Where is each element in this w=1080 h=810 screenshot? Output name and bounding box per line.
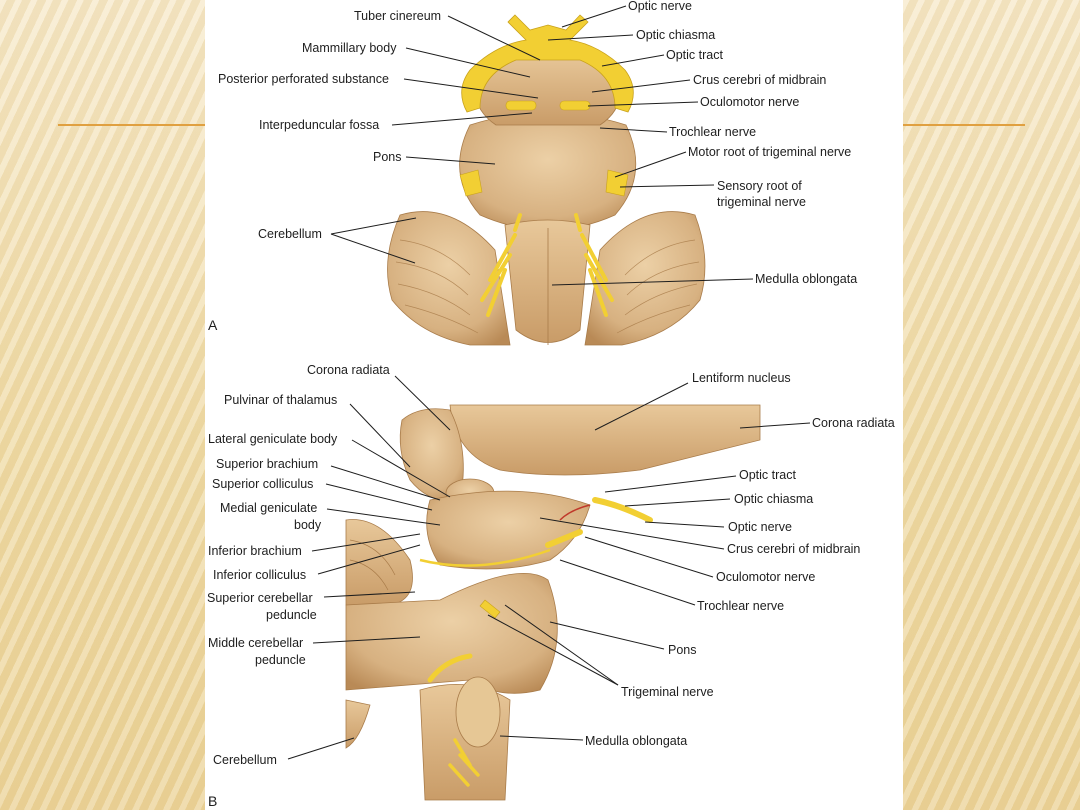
a-label-interpeduncular: Interpeduncular fossa [259, 118, 379, 132]
b-label-superior-brachium: Superior brachium [216, 457, 318, 471]
cerebellum-shape-right [584, 211, 706, 346]
b-label-middle-cerebellar-1: Middle cerebellar [208, 636, 303, 650]
panel-a-annotations: Optic nerve Tuber cinereum Optic chiasma… [208, 0, 857, 333]
a-label-mammillary-body: Mammillary body [302, 41, 397, 55]
b-label-cerebellum: Cerebellum [213, 753, 277, 767]
brainstem-illustration: Optic nerve Tuber cinereum Optic chiasma… [207, 0, 895, 809]
b-label-superior-cerebellar-1: Superior cerebellar [207, 591, 313, 605]
a-label-trochlear: Trochlear nerve [669, 125, 756, 139]
a-label-optic-chiasma: Optic chiasma [636, 28, 715, 42]
a-label-tuber-cinereum: Tuber cinereum [354, 9, 441, 23]
a-label-medulla: Medulla oblongata [755, 272, 857, 286]
panel-b-artwork [345, 404, 761, 801]
accent-line-left [58, 124, 205, 126]
b-label-corona-radiata-right: Corona radiata [812, 416, 895, 430]
b-label-lentiform: Lentiform nucleus [692, 371, 791, 385]
b-label-superior-colliculus: Superior colliculus [212, 477, 313, 491]
b-label-trigeminal: Trigeminal nerve [621, 685, 714, 699]
a-label-pons: Pons [373, 150, 402, 164]
b-label-superior-cerebellar-2: peduncle [266, 608, 317, 622]
b-label-crus-cerebri: Crus cerebri of midbrain [727, 542, 860, 556]
b-label-optic-tract: Optic tract [739, 468, 796, 482]
b-label-medial-geniculate-1: Medial geniculate [220, 501, 317, 515]
cerebellum-shape-left [387, 211, 511, 346]
optic-chiasma-shape [461, 14, 634, 113]
figure-panel: Optic nerve Tuber cinereum Optic chiasma… [205, 0, 903, 810]
a-label-posterior-perforated: Posterior perforated substance [218, 72, 389, 86]
b-label-medulla: Medulla oblongata [585, 734, 687, 748]
a-label-optic-tract: Optic tract [666, 48, 723, 62]
a-label-optic-nerve: Optic nerve [628, 0, 692, 13]
a-label-oculomotor: Oculomotor nerve [700, 95, 799, 109]
b-label-pons: Pons [668, 643, 697, 657]
b-label-oculomotor: Oculomotor nerve [716, 570, 815, 584]
accent-line-right [903, 124, 1025, 126]
b-label-inferior-brachium: Inferior brachium [208, 544, 302, 558]
a-label-sensory-root-2: trigeminal nerve [717, 195, 806, 209]
medulla-shape [504, 219, 591, 343]
b-label-medial-geniculate-2: body [294, 518, 322, 532]
a-label-crus-cerebri: Crus cerebri of midbrain [693, 73, 826, 87]
b-label-pulvinar: Pulvinar of thalamus [224, 393, 337, 407]
b-label-corona-radiata-top: Corona radiata [307, 363, 390, 377]
a-label-sensory-root-1: Sensory root of [717, 179, 802, 193]
panel-a-letter: A [208, 317, 218, 333]
b-label-optic-chiasma: Optic chiasma [734, 492, 813, 506]
a-label-cerebellum: Cerebellum [258, 227, 322, 241]
panel-b-letter: B [208, 793, 217, 809]
a-label-motor-root: Motor root of trigeminal nerve [688, 145, 851, 159]
lentiform-shape [449, 404, 761, 476]
b-label-lateral-geniculate: Lateral geniculate body [208, 432, 338, 446]
cerebellum-b-shape [345, 519, 413, 606]
b-label-middle-cerebellar-2: peduncle [255, 653, 306, 667]
b-label-trochlear: Trochlear nerve [697, 599, 784, 613]
slide-background-left [0, 0, 205, 810]
b-label-inferior-colliculus: Inferior colliculus [213, 568, 306, 582]
panel-b-annotations: Corona radiata Lentiform nucleus Pulvina… [207, 363, 895, 809]
slide-background-right [903, 0, 1080, 810]
b-label-optic-nerve: Optic nerve [728, 520, 792, 534]
panel-a-artwork [387, 14, 706, 346]
